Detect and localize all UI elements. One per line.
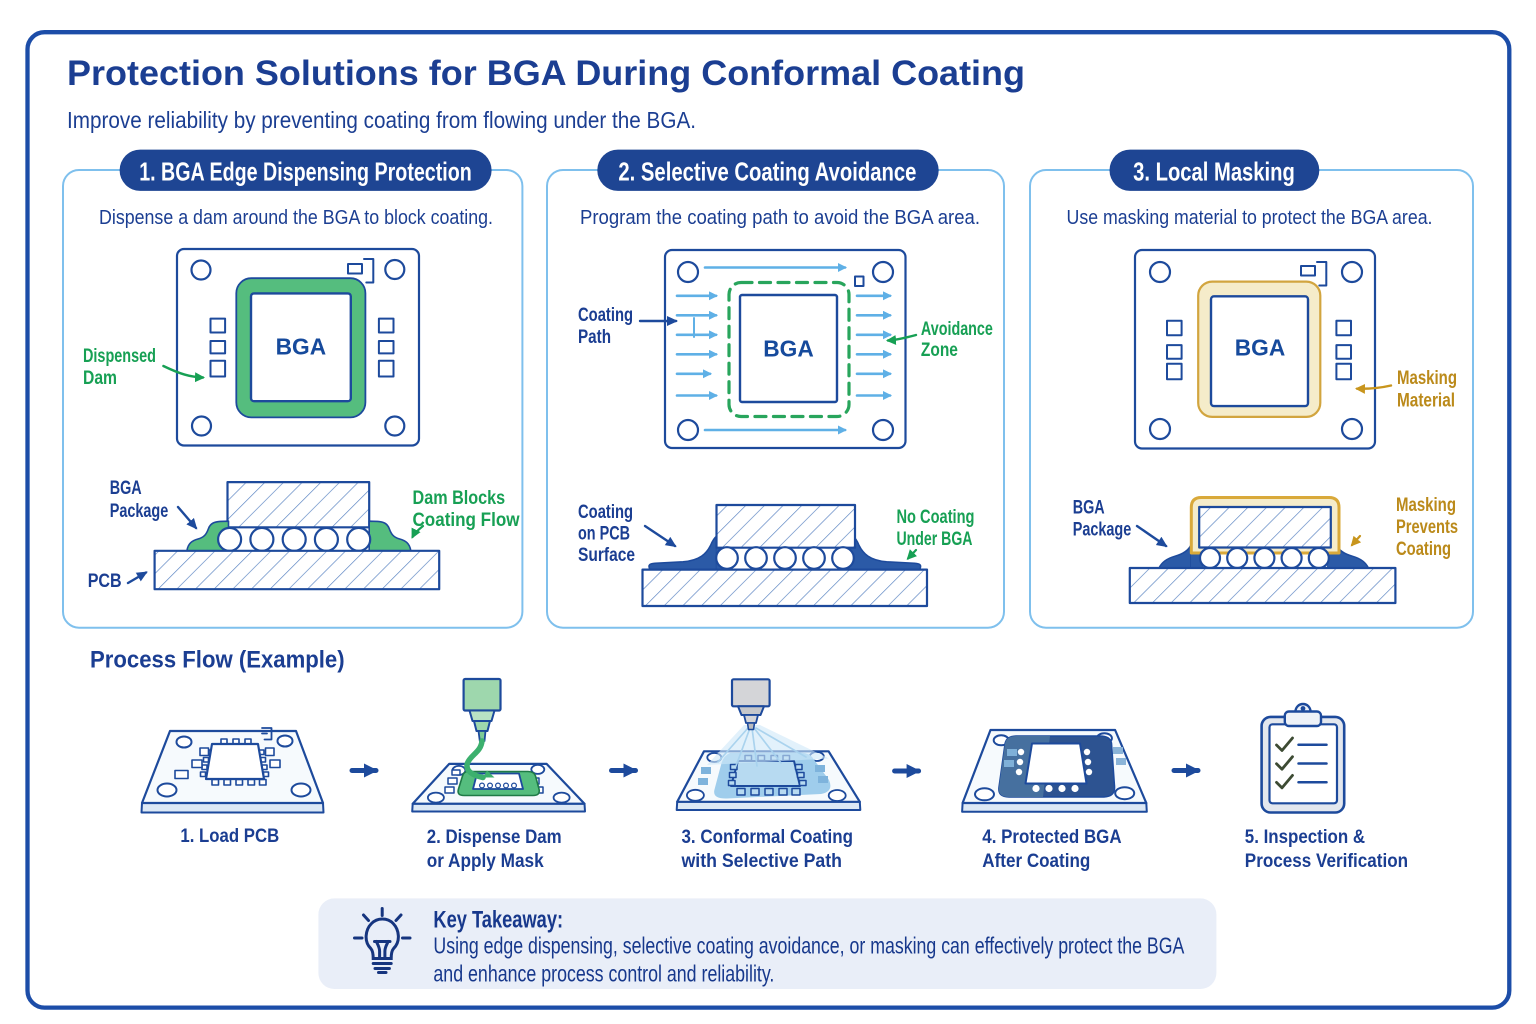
svg-text:Improve reliability by prevent: Improve reliability by preventing coatin…	[67, 107, 696, 133]
svg-text:BGA: BGA	[763, 336, 814, 362]
svg-text:1. BGA Edge Dispensing Protect: 1. BGA Edge Dispensing Protection	[139, 157, 472, 187]
svg-text:2. Selective Coating Avoidance: 2. Selective Coating Avoidance	[618, 157, 916, 187]
svg-text:Protection Solutions for BGA D: Protection Solutions for BGA During Conf…	[67, 54, 1025, 93]
svg-text:After Coating: After Coating	[982, 851, 1090, 872]
svg-text:3. Local Masking: 3. Local Masking	[1133, 157, 1295, 187]
svg-text:Process Verification: Process Verification	[1245, 851, 1408, 872]
svg-text:Process Flow (Example): Process Flow (Example)	[90, 647, 345, 674]
svg-text:1. Load PCB: 1. Load PCB	[180, 826, 279, 847]
svg-text:3. Conformal Coating: 3. Conformal Coating	[682, 827, 854, 848]
svg-text:Coating: Coating	[578, 502, 633, 523]
svg-text:No Coating: No Coating	[897, 507, 975, 528]
svg-text:BGA: BGA	[1235, 335, 1286, 361]
svg-text:Prevents: Prevents	[1396, 517, 1458, 538]
svg-text:Use masking material to protec: Use masking material to protect the BGA …	[1067, 207, 1433, 229]
svg-text:Under BGA: Under BGA	[897, 529, 973, 550]
svg-text:Dispensed: Dispensed	[83, 346, 156, 367]
svg-text:Dispense a dam around the BGA: Dispense a dam around the BGA to block c…	[99, 207, 493, 229]
svg-text:Masking: Masking	[1396, 495, 1456, 516]
svg-text:BGA: BGA	[110, 478, 142, 499]
svg-text:Package: Package	[1073, 520, 1132, 541]
svg-text:Program the coating path to av: Program the coating path to avoid the BG…	[580, 207, 980, 229]
svg-text:PCB: PCB	[88, 571, 122, 592]
svg-text:Avoidance: Avoidance	[921, 319, 993, 340]
svg-text:Using edge dispensing, selecti: Using edge dispensing, selective coating…	[433, 932, 1185, 958]
svg-text:Path: Path	[578, 327, 611, 348]
svg-text:or Apply Mask: or Apply Mask	[427, 851, 544, 872]
svg-text:BGA: BGA	[1073, 498, 1105, 519]
svg-text:with Selective Path: with Selective Path	[681, 851, 842, 872]
svg-text:Material: Material	[1397, 391, 1455, 412]
svg-text:4. Protected BGA: 4. Protected BGA	[982, 827, 1122, 848]
svg-text:5. Inspection &: 5. Inspection &	[1245, 827, 1366, 848]
svg-text:Masking: Masking	[1397, 368, 1457, 389]
svg-text:and enhance process control an: and enhance process control and reliabil…	[433, 960, 774, 986]
svg-text:Coating Flow: Coating Flow	[413, 510, 520, 531]
svg-text:on PCB: on PCB	[578, 524, 630, 545]
svg-text:Coating: Coating	[1396, 539, 1451, 560]
svg-text:Zone: Zone	[921, 340, 958, 361]
svg-text:Coating: Coating	[578, 305, 633, 326]
svg-text:Package: Package	[110, 501, 169, 522]
svg-text:Dam Blocks: Dam Blocks	[413, 488, 506, 509]
svg-text:2. Dispense Dam: 2. Dispense Dam	[427, 827, 562, 848]
svg-text:Key Takeaway:: Key Takeaway:	[433, 907, 563, 934]
svg-text:Surface: Surface	[578, 545, 635, 566]
svg-text:BGA: BGA	[276, 334, 327, 360]
svg-text:Dam: Dam	[83, 368, 117, 389]
